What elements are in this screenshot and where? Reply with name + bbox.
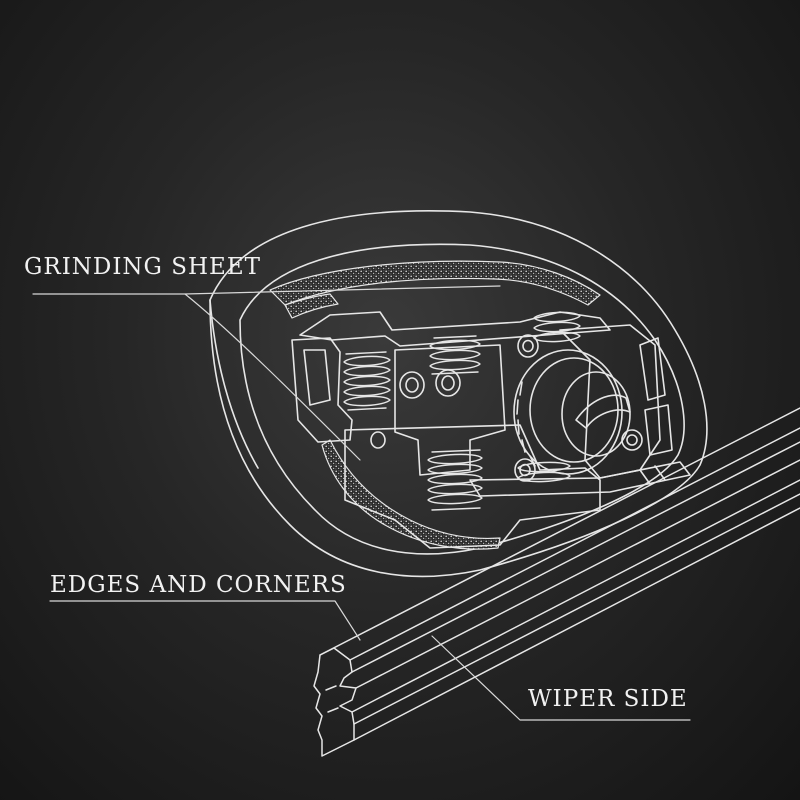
right-slot: [644, 404, 673, 456]
knob-slot: [575, 394, 631, 429]
spring-lower-center: [427, 449, 483, 511]
leader-grinding-sheet-2: [184, 293, 361, 461]
upper-clamp-bar: [299, 311, 611, 347]
edges-and-corners-label: EDGES AND CORNERS: [50, 572, 347, 598]
grinding-sheet-label: GRINDING SHEET: [24, 254, 261, 280]
base-rail: [469, 461, 691, 497]
lower-housing: [344, 424, 601, 549]
tool-inner-shell: [239, 243, 685, 555]
pin-upper-right: [517, 334, 539, 358]
pin-lower-left: [370, 431, 386, 449]
right-block: [559, 324, 661, 479]
pin-center: [435, 369, 461, 397]
grinding-sheet-strip-left: [284, 293, 339, 319]
leader-edges-corners: [49, 600, 361, 641]
blade-end-profile: [313, 647, 357, 757]
tool-outer-shell: [209, 210, 708, 578]
center-block: [394, 344, 506, 476]
left-bracket: [291, 337, 353, 443]
tool-shell-edge: [209, 299, 259, 469]
grinding-sheet-strip-top: [269, 260, 601, 306]
grinding-sheet-strip-bottom: [321, 439, 501, 550]
leader-wiper-side: [431, 635, 691, 721]
pin-lower-right: [514, 458, 536, 482]
spring-upper-left: [343, 351, 391, 411]
knob-wheel: [513, 349, 643, 475]
wiper-blade: [313, 407, 800, 757]
pin-left: [399, 371, 425, 399]
wiper-side-label: WIPER SIDE: [528, 686, 688, 712]
spring-upper-right: [533, 311, 581, 343]
